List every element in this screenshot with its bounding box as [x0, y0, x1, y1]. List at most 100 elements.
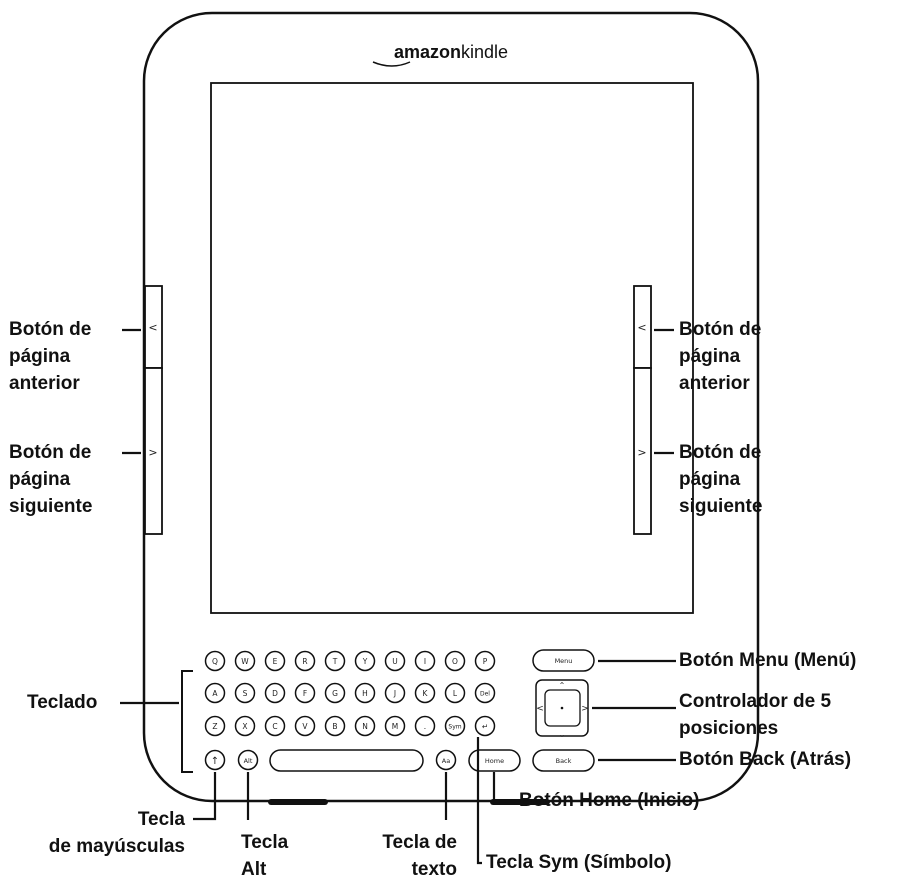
label-menu-button: Botón Menu (Menú) — [679, 647, 856, 674]
key-0-2[interactable] — [264, 650, 286, 672]
label-home-button: Botón Home (Inicio) — [519, 787, 699, 814]
key-1-3[interactable] — [294, 682, 316, 704]
back-button-label: Back — [556, 757, 572, 765]
label-right-next-page: Botón de página siguiente — [679, 439, 762, 520]
space-bar[interactable] — [269, 749, 424, 772]
key-label: M — [392, 722, 398, 731]
label-alt-key: Tecla Alt — [241, 829, 288, 883]
key-label: R — [302, 657, 307, 666]
key-label: Z — [212, 722, 217, 731]
left-next-page-button[interactable] — [144, 367, 163, 535]
menu-button-label: Menu — [555, 657, 573, 665]
key-2-0[interactable] — [204, 715, 226, 737]
keyboard-bracket — [181, 670, 193, 773]
key-0-4[interactable] — [324, 650, 346, 672]
label-right-prev-page: Botón de página anterior — [679, 316, 761, 397]
key-2-4[interactable] — [324, 715, 346, 737]
key-1-9[interactable] — [474, 682, 496, 704]
key-0-7[interactable] — [414, 650, 436, 672]
five-way-down-icon: ⌄ — [559, 730, 566, 739]
key-1-2[interactable] — [264, 682, 286, 704]
shift-key[interactable] — [204, 749, 226, 771]
label-line: Botón de — [679, 442, 762, 463]
label-line: Tecla Sym (Símbolo) — [486, 852, 672, 873]
key-0-6[interactable] — [384, 650, 406, 672]
key-label: T — [332, 657, 338, 666]
home-key[interactable] — [468, 749, 521, 772]
key-2-2[interactable] — [264, 715, 286, 737]
key-label: H — [362, 689, 368, 698]
key-0-0[interactable] — [204, 650, 226, 672]
label-back-button: Botón Back (Atrás) — [679, 746, 851, 773]
key-2-1[interactable] — [234, 715, 256, 737]
five-way-left-icon: < — [536, 704, 544, 714]
label-line: página — [9, 469, 71, 490]
right-next-arrow-icon: > — [637, 446, 646, 459]
label-line: Controlador de 5 — [679, 691, 832, 712]
back-button[interactable] — [532, 749, 595, 772]
label-line: página — [9, 346, 71, 367]
key-1-7[interactable] — [414, 682, 436, 704]
key-label: Q — [212, 657, 218, 666]
key-2-8[interactable] — [444, 715, 466, 737]
label-sym-key: Tecla Sym (Símbolo) — [486, 849, 671, 876]
label-line: anterior — [9, 373, 80, 394]
alt-key-label: Alt — [244, 757, 253, 765]
label-line: siguiente — [679, 496, 763, 517]
key-2-3[interactable] — [294, 715, 316, 737]
label-text-key: Tecla de texto — [352, 829, 457, 883]
menu-button[interactable] — [532, 649, 595, 672]
right-next-page-button[interactable] — [633, 367, 652, 535]
key-2-9[interactable] — [474, 715, 496, 737]
home-key-label: Home — [485, 757, 504, 765]
key-2-5[interactable] — [354, 715, 376, 737]
key-0-5[interactable] — [354, 650, 376, 672]
five-way-center-dot — [560, 706, 564, 710]
key-label: O — [452, 657, 458, 666]
key-1-0[interactable] — [204, 682, 226, 704]
label-line: página — [679, 469, 741, 490]
callout-home — [492, 772, 515, 803]
text-key[interactable] — [435, 749, 457, 771]
label-line: Botón de — [679, 319, 762, 340]
label-line: Tecla — [241, 832, 289, 853]
key-label: E — [273, 657, 278, 666]
key-0-3[interactable] — [294, 650, 316, 672]
label-line: Tecla de — [382, 832, 457, 853]
key-1-1[interactable] — [234, 682, 256, 704]
label-line: texto — [411, 859, 457, 880]
key-1-6[interactable] — [384, 682, 406, 704]
key-label: B — [332, 722, 337, 731]
key-2-6[interactable] — [384, 715, 406, 737]
key-label: K — [423, 689, 429, 698]
key-1-4[interactable] — [324, 682, 346, 704]
key-0-1[interactable] — [234, 650, 256, 672]
label-line: posiciones — [679, 718, 779, 739]
key-label: D — [272, 689, 278, 698]
key-label: Y — [362, 657, 368, 666]
five-way-right-icon: > — [581, 704, 589, 714]
label-line: Tecla — [137, 809, 185, 830]
label-left-prev-page: Botón de página anterior — [9, 316, 91, 397]
key-label: U — [392, 657, 398, 666]
key-label: P — [483, 657, 488, 666]
key-0-9[interactable] — [474, 650, 496, 672]
label-line: Botón Back (Atrás) — [679, 749, 852, 770]
key-2-7[interactable] — [414, 715, 436, 737]
key-label: N — [362, 722, 368, 731]
key-1-8[interactable] — [444, 682, 466, 704]
key-1-5[interactable] — [354, 682, 376, 704]
key-label: Del — [480, 691, 490, 698]
left-page-buttons: < > — [144, 285, 163, 535]
alt-key[interactable] — [237, 749, 259, 771]
key-label: G — [332, 689, 338, 698]
callout-shift — [193, 772, 217, 821]
key-label: V — [302, 722, 308, 731]
left-next-arrow-icon: > — [148, 446, 157, 459]
label-line: Botón Menu (Menú) — [679, 650, 857, 671]
key-label: A — [212, 689, 218, 698]
key-0-8[interactable] — [444, 650, 466, 672]
amazon-kindle-logo: amazonkindle — [394, 42, 508, 62]
